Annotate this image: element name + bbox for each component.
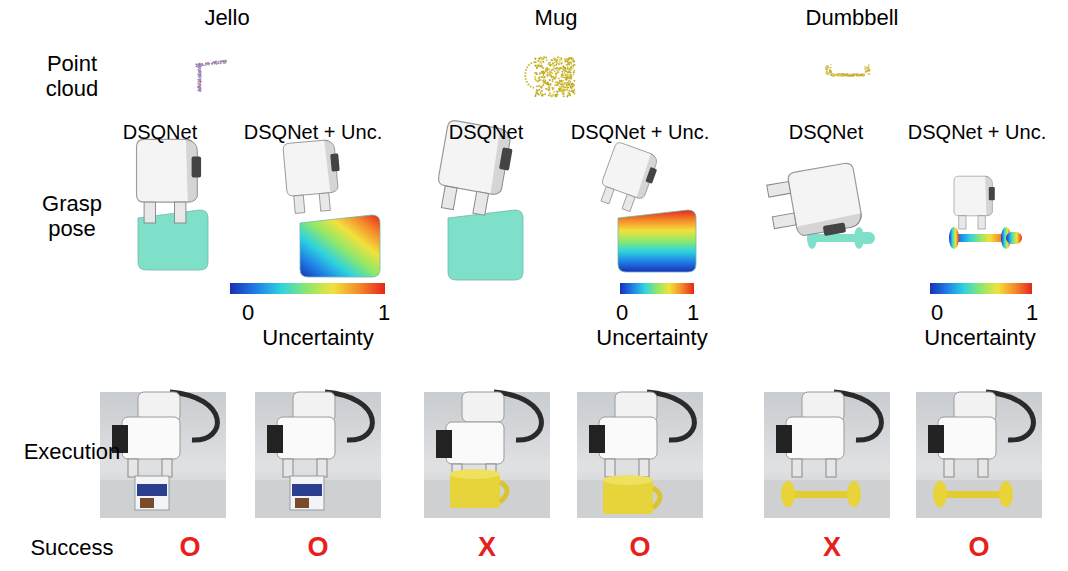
- success-mark: O: [307, 532, 328, 563]
- gripper-model: [954, 176, 995, 229]
- object-model: [618, 210, 696, 272]
- colorbar-title: Uncertainty: [596, 325, 707, 350]
- colorbar-title: Uncertainty: [924, 325, 1035, 350]
- colorbar-tick: 1: [378, 300, 390, 325]
- row-heading: Point cloud: [22, 51, 122, 102]
- object-model: [949, 227, 1022, 249]
- colorbar-tick: 0: [242, 300, 254, 325]
- method-label: DSQNet: [123, 121, 197, 144]
- column-heading: Mug: [535, 5, 578, 30]
- gripper-model: [596, 141, 662, 215]
- method-label: DSQNet + Unc.: [908, 121, 1046, 144]
- colorbar: [620, 283, 694, 294]
- column-heading: Dumbbell: [806, 5, 899, 30]
- gripper-model: [283, 139, 343, 214]
- method-label: DSQNet: [449, 121, 523, 144]
- row-heading: Execution: [24, 439, 121, 464]
- colorbar-tick: 0: [931, 300, 943, 325]
- gripper-model: [137, 139, 202, 223]
- colorbar-tick: 1: [687, 300, 699, 325]
- success-mark: O: [179, 532, 200, 563]
- execution-photo: [764, 392, 890, 518]
- colorbar: [930, 283, 1032, 294]
- method-label: DSQNet + Unc.: [244, 121, 382, 144]
- row-heading: Grasp pose: [22, 191, 122, 242]
- colorbar-tick: 1: [1026, 300, 1038, 325]
- execution-photo: [916, 392, 1042, 518]
- execution-photo: [424, 392, 550, 518]
- row-heading: Success: [30, 535, 113, 560]
- gripper-model: [765, 162, 863, 244]
- object-model: [448, 210, 523, 280]
- illustration: [100, 56, 1042, 518]
- method-label: DSQNet + Unc.: [571, 121, 709, 144]
- column-heading: Jello: [204, 5, 249, 30]
- success-mark: X: [478, 532, 496, 563]
- success-mark: O: [629, 532, 650, 563]
- method-label: DSQNet: [789, 121, 863, 144]
- execution-photo: [577, 392, 703, 518]
- success-mark: X: [823, 532, 841, 563]
- colorbar: [230, 283, 385, 294]
- colorbar-title: Uncertainty: [262, 325, 373, 350]
- point-cloud: [195, 56, 870, 97]
- object-model: [300, 215, 380, 277]
- execution-photo: [255, 392, 381, 518]
- colorbar-tick: 0: [616, 300, 628, 325]
- success-mark: O: [968, 532, 989, 563]
